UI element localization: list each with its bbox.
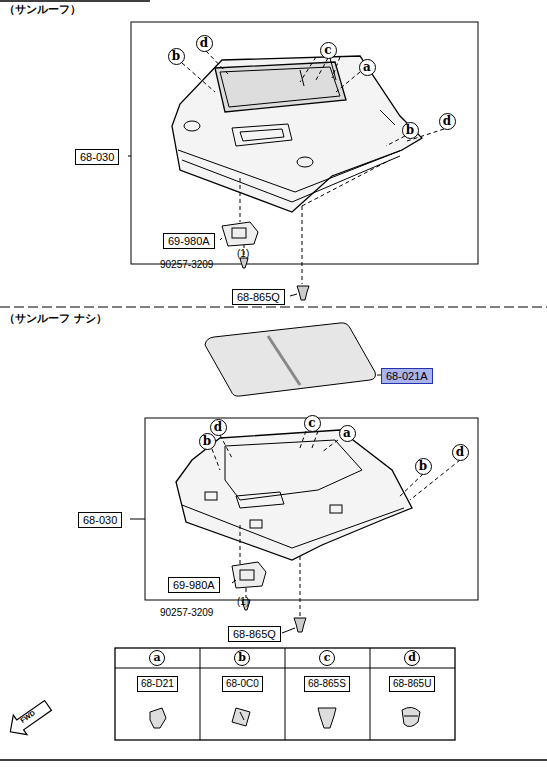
table-part-number: 68-865U <box>389 676 435 692</box>
table-part-number: 68-0C0 <box>222 676 263 692</box>
part-label: (1) <box>237 248 249 260</box>
part-label: 90257-3209 <box>160 259 213 271</box>
callout-letter: b <box>419 460 427 472</box>
part-number: 69-980A <box>168 235 210 247</box>
callout-circle: b <box>168 48 185 65</box>
part-label: 90257-3209 <box>160 607 213 619</box>
callout-letter: b <box>203 435 211 447</box>
part-number-box: 68-030 <box>75 149 119 165</box>
table-callout: c <box>319 650 335 666</box>
part-number: 68-030 <box>80 151 114 163</box>
callout-letter: d <box>456 446 464 458</box>
callout-letter: c <box>308 417 315 429</box>
table-part-number: 68-D21 <box>137 676 178 692</box>
callout-letter: d <box>214 421 222 433</box>
part-number-box: 68-865Q <box>228 626 281 642</box>
part-number-box: 69-980A <box>168 577 220 593</box>
part-number: 68-865Q <box>237 291 280 303</box>
callout-circle: b <box>199 433 216 450</box>
part-label: (1) <box>237 596 249 608</box>
callout-circle: a <box>359 59 376 76</box>
callout-circle: c <box>304 415 321 432</box>
callout-letter: d <box>443 115 451 127</box>
table-callout: d <box>404 650 420 666</box>
callout-circle: c <box>320 42 337 59</box>
part-number-box: 68-030 <box>78 512 122 528</box>
part-number: 69-980A <box>173 579 215 591</box>
table-callout: a <box>149 650 165 666</box>
part-number-box: 68-865Q <box>232 289 285 305</box>
callout-circle: a <box>339 425 356 442</box>
part-number: 68-865Q <box>233 628 276 640</box>
callout-circle: b <box>402 122 419 139</box>
callout-letter: b <box>172 50 180 62</box>
callout-circle: d <box>439 113 456 130</box>
callout-letter: b <box>406 124 414 136</box>
callout-circle: d <box>452 444 469 461</box>
section-heading: （サンルーフ ナシ） <box>4 313 107 325</box>
table-part-number: 68-865S <box>304 676 350 692</box>
table-callout: b <box>234 650 250 666</box>
callout-circle: b <box>415 458 432 475</box>
callout-letter: a <box>343 427 351 439</box>
callout-letter: c <box>324 44 331 56</box>
part-number: 68-030 <box>83 514 117 526</box>
part-number-box: 68-021A <box>381 368 433 384</box>
callout-letter: a <box>363 61 371 73</box>
part-number-box: 69-980A <box>163 233 215 249</box>
callout-circle: d <box>210 419 227 436</box>
callout-circle: d <box>196 35 213 52</box>
callout-letter: d <box>200 37 208 49</box>
part-number: 68-021A <box>386 370 428 382</box>
section-heading: （サンルーフ） <box>4 4 81 16</box>
